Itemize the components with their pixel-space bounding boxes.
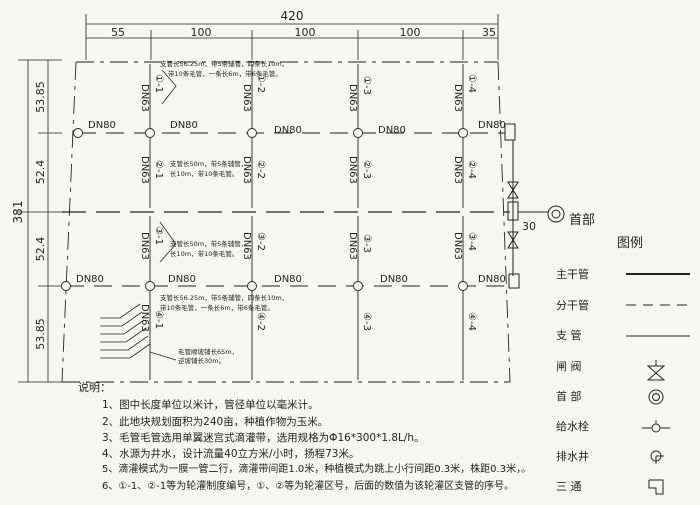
legend-label-branch-pipe: 支 管 <box>556 328 582 342</box>
annotation-leaders <box>159 69 177 263</box>
pipe-label-dn63: DN63 <box>139 84 150 112</box>
zone-label: ①-2 <box>255 74 266 93</box>
dim-seg-1: 55 <box>111 26 125 39</box>
annotation-3-line-1: 支管长50m，带5条辅管， <box>170 239 247 248</box>
zone-label: ②-1 <box>153 160 164 179</box>
zone-label: ②-3 <box>361 160 372 179</box>
zone-label: ④-4 <box>466 312 477 331</box>
dim-vseg-4: 53.85 <box>34 318 47 350</box>
annotation-2-line-2: 长10m，带10条毛管。 <box>170 169 238 178</box>
drain-well-symbol <box>650 450 664 464</box>
note-line-1: 1、图中长度单位以米计，管径单位以毫米计。 <box>102 399 319 412</box>
gate-valve-symbol <box>646 360 666 381</box>
head-works-symbol <box>648 389 664 405</box>
zone-label: ②-2 <box>255 160 266 179</box>
pipe-label-dn80: DN80 <box>478 274 506 285</box>
dim-total-height: 381 <box>11 201 25 224</box>
annotation-5-line-1: 毛管顺坡铺长65m， <box>178 347 238 356</box>
pipe-label-dn63: DN63 <box>241 156 252 184</box>
pipe-label-dn80: DN80 <box>274 125 302 136</box>
zone-label: ④-1 <box>153 310 164 329</box>
pipe-label-dn63: DN63 <box>241 232 252 260</box>
zone-label: ①-3 <box>361 76 372 95</box>
legend-label-head-works: 首 部 <box>556 389 582 403</box>
hydrants <box>61 128 468 291</box>
annotation-4-line-1: 支管长56.25m，带5条辅管，四条长10m， <box>160 293 288 302</box>
head-works-label: 首部 <box>569 213 595 228</box>
zone-label: ①-1 <box>153 74 164 93</box>
zone-label: ③-2 <box>255 232 266 251</box>
pipe-label-dn80: DN80 <box>274 274 302 285</box>
zone-label: ③-4 <box>466 232 477 251</box>
pipe-label-dn63: DN63 <box>347 84 358 112</box>
zone-label: ②-4 <box>466 160 477 179</box>
pipe-label-dn63: DN63 <box>241 84 252 112</box>
dim-seg-3: 100 <box>295 26 316 39</box>
note-line-3: 3、毛管毛管选用单翼迷宫式滴灌带，选用规格为Φ16*300*1.8L/h。 <box>102 431 425 444</box>
pipe-label-dn63: DN63 <box>452 84 463 112</box>
pipe-label-dn63: DN63 <box>139 232 150 260</box>
zone-label: ④-2 <box>255 312 266 331</box>
pipe-label-dn80: DN80 <box>76 274 104 285</box>
pipe-label-dn80: DN80 <box>478 120 506 131</box>
zone-label: ④-3 <box>361 312 372 331</box>
field-boundary <box>61 61 511 383</box>
pipe-label-dn80: DN80 <box>168 274 196 285</box>
pipe-label-dn80: DN80 <box>88 120 116 131</box>
legend-label-tee: 三 通 <box>556 480 582 493</box>
pipe-label-dn63: DN63 <box>139 156 150 184</box>
legend-title: 图例 <box>617 236 643 251</box>
dim-vseg-3: 52.4 <box>34 237 47 262</box>
annotation-2-line-1: 支管长50m，带5条辅管， <box>170 159 247 168</box>
hydrant-symbol <box>642 420 670 433</box>
legend-label-hydrant: 给水栓 <box>556 419 589 433</box>
dim-total-width: 420 <box>281 9 304 23</box>
annotation-1-line-1: 支管长56.25m，带5条辅管，四条长10m， <box>160 59 288 68</box>
legend-label-sub-main-pipe: 分干管 <box>556 298 589 312</box>
note-line-6: 6、①-1、②-1等为轮灌制度编号，①、②等为轮灌区号，后面的数值为该轮灌区支管… <box>102 480 515 492</box>
pipe-label-dn63: DN63 <box>452 232 463 260</box>
legend-label-main-pipe: 主干管 <box>556 267 589 281</box>
note-line-4: 4、水源为井水，设计流量40立方米/小时，扬程73米。 <box>102 448 360 461</box>
annotation-3-line-2: 长10m，带10条毛管。 <box>170 249 238 258</box>
pipe-label-dn63: DN63 <box>139 304 150 332</box>
zone-label: ①-4 <box>466 74 477 93</box>
well-offset-label: 30 <box>522 220 536 233</box>
annotation-4-line-2: 带10条毛管，一条长6m，带6条毛管。 <box>160 303 274 312</box>
note-line-2: 2、此地块规划面积为240亩，种植作物为玉米。 <box>102 415 329 428</box>
pipe-label-dn80: DN80 <box>170 120 198 131</box>
legend-label-gate-valve: 闸 阀 <box>556 359 582 373</box>
top-dimensions <box>85 14 499 60</box>
left-dimensions <box>18 59 62 383</box>
notes-block: 说明： 1、图中长度单位以米计，管径单位以毫米计。 2、此地块规划面积为240亩… <box>78 380 618 495</box>
dim-seg-5: 35 <box>482 26 496 39</box>
pipe-label-dn63: DN63 <box>452 156 463 184</box>
dim-seg-2: 100 <box>191 26 212 39</box>
dim-vseg-2: 52.4 <box>34 160 47 185</box>
branch-pipes <box>149 64 464 380</box>
pipe-label-dn80: DN80 <box>380 274 408 285</box>
head-works-assembly <box>500 123 565 289</box>
legend-symbols <box>626 273 690 495</box>
legend-label-drain-well: 排水井 <box>556 449 589 463</box>
pipe-label-dn80: DN80 <box>378 125 406 136</box>
dripline-fan <box>100 303 177 361</box>
annotation-1-line-2: 带10条毛管，一条长6m，带6条毛管。 <box>168 69 282 78</box>
tee-symbol <box>648 479 664 495</box>
annotation-5-line-2: 逆坡铺长30m。 <box>178 356 225 365</box>
zone-label: ③-1 <box>153 226 164 245</box>
notes-title: 说明： <box>78 381 111 394</box>
pipe-label-dn63: DN63 <box>347 232 358 260</box>
note-line-5: 5、滴灌模式为一膜一管二行，滴灌带间距1.0米，种植模式为跳上小行间距0.3米，… <box>102 464 532 476</box>
dim-seg-4: 100 <box>400 26 421 39</box>
zone-label: ③-3 <box>361 234 372 253</box>
pipe-label-dn63: DN63 <box>347 156 358 184</box>
sub-main-pipes <box>66 132 505 287</box>
dim-vseg-1: 53.85 <box>34 81 47 113</box>
